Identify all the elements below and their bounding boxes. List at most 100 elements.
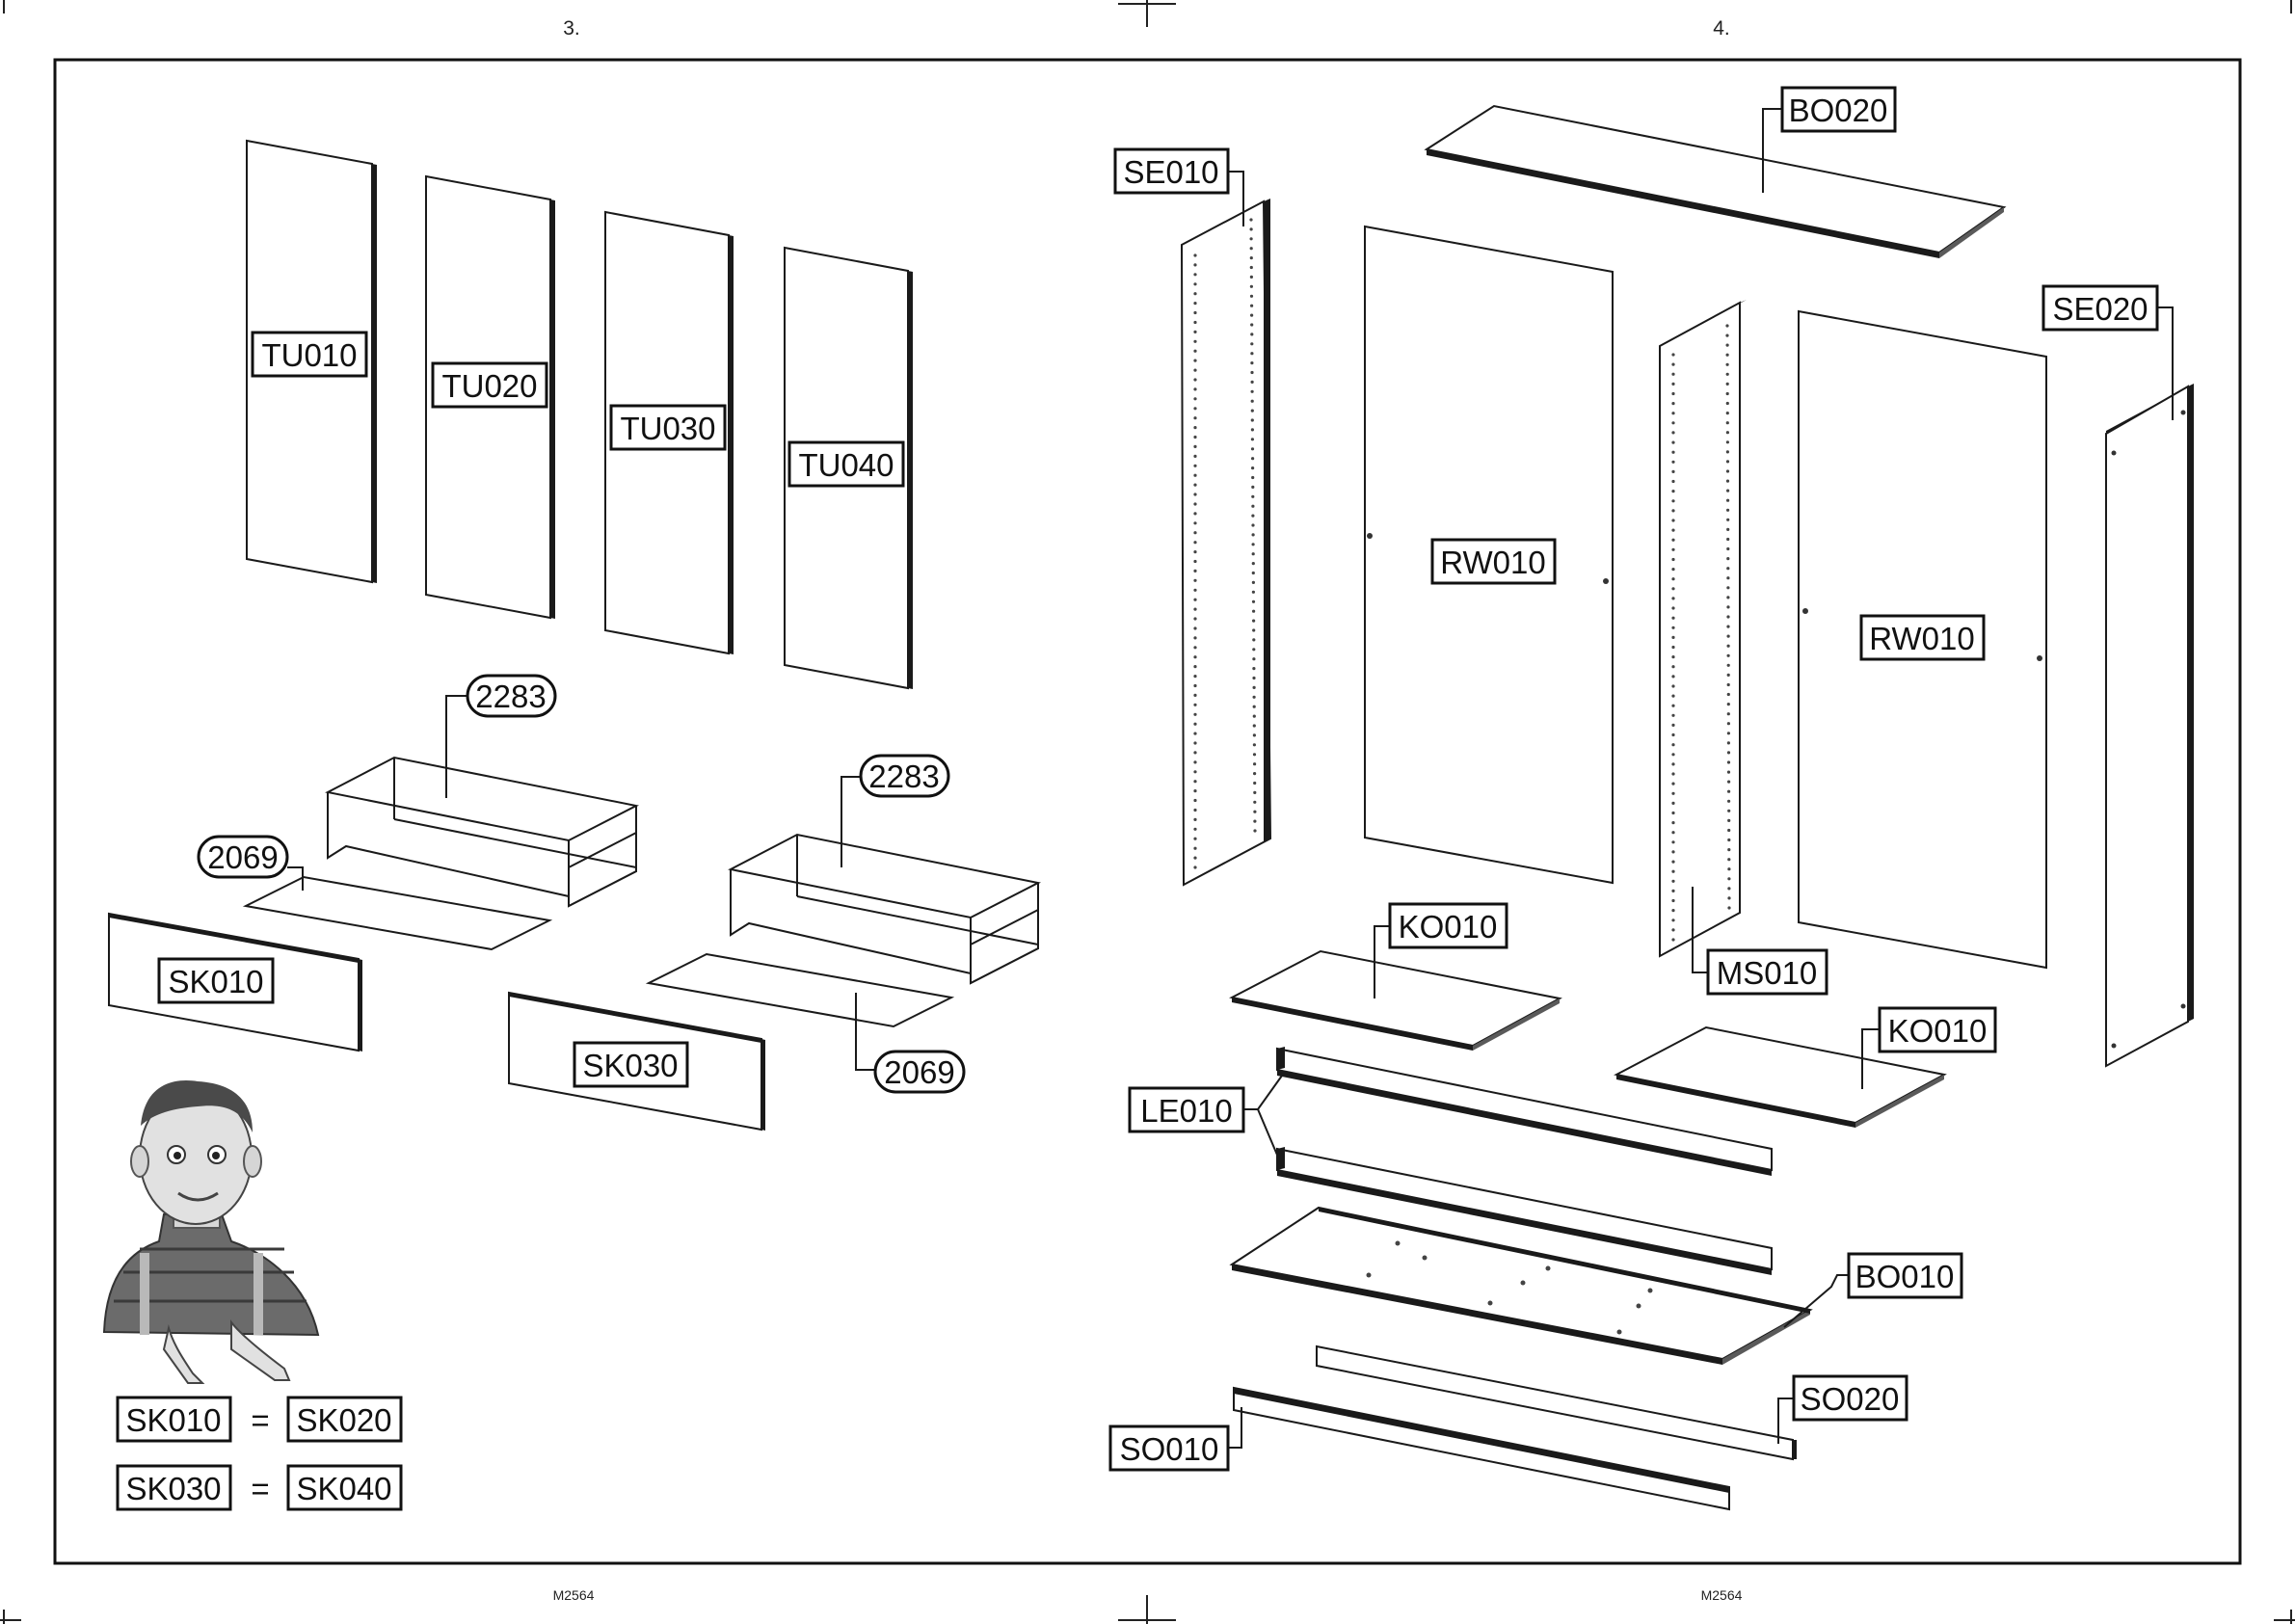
shelf-pin-hole [1727,732,1730,734]
shelf-pin-hole [1193,675,1196,678]
svg-text:RW010: RW010 [1869,621,1974,656]
shelf-pin-hole [1253,772,1256,775]
shelf-pin-hole [1250,333,1253,335]
shelf-pin-hole [1193,387,1196,390]
drawer-bottom-a [246,877,549,949]
shelf-pin-hole [1193,350,1196,353]
shelf-pin-hole [1253,801,1256,804]
shelf-pin-hole [1252,562,1255,565]
shelf-pin-hole [1193,665,1196,668]
label-tu030: TU030 [611,406,725,449]
plinth-so010 [1234,1388,1729,1509]
shelf-pin-hole [1193,694,1196,697]
shelf-pin-hole [1671,772,1674,775]
shelf-pin-hole [1671,646,1674,649]
shelf-pin-hole [1726,547,1729,550]
shelf-pin-hole [1671,792,1674,795]
shelf-pin-hole [1727,712,1730,715]
shelf-pin-hole [1671,802,1674,805]
shelf-pin-hole [1727,751,1730,754]
shelf-pin-hole [1671,762,1674,765]
shelf-pin-hole [1193,636,1196,639]
svg-text:SK030: SK030 [125,1471,221,1506]
shelf-pin-hole [1193,273,1196,276]
shelf-pin-hole [1671,899,1674,902]
shelf-pin-hole [1193,809,1196,812]
shelf-pin-hole [1193,865,1196,868]
shelf-pin-hole [1671,850,1674,853]
shelf-pin-hole [1727,645,1730,648]
shelf-pin-hole [1671,831,1674,834]
leader-bo010 [1784,1275,1849,1327]
shelf-pin-hole [1253,829,1256,832]
shelf-pin-hole [1253,762,1256,765]
shelf-pin-hole [1671,441,1674,444]
svg-text:=: = [251,1471,269,1506]
shelf-pin-hole [1193,838,1196,840]
shelf-pin-hole [1251,410,1254,413]
shelf-pin-hole [1726,421,1729,424]
label-so010: SO010 [1110,1426,1228,1470]
shelf-pin-hole [1671,636,1674,639]
shelf-pin-hole [1250,295,1253,298]
svg-text:BO020: BO020 [1789,93,1888,128]
page-number-left: 3. [563,17,580,40]
svg-text:TU010: TU010 [261,337,357,373]
svg-text:BO010: BO010 [1855,1259,1955,1294]
shelf-pin-hole [1193,436,1196,439]
shelf-pin-hole [1252,648,1255,651]
shelf-pin-hole [1193,723,1196,726]
shelf-pin-hole [1193,282,1196,285]
shelf-pin-hole [1727,635,1730,638]
svg-text:SK030: SK030 [582,1048,678,1083]
shelf-pin-hole [1671,753,1674,756]
shelf-pin-hole [1193,416,1196,419]
shelf-pin-hole [1671,509,1674,512]
footer-code-left: M2564 [553,1587,595,1603]
shelf-pin-hole [1251,447,1254,450]
shelf-pin-hole [1252,628,1255,631]
shelf-pin-hole [1726,499,1729,502]
shelf-pin-hole [1726,480,1729,483]
side-panel-se020 [2106,384,2194,1066]
shelf-pin-hole [1193,655,1196,658]
shelf-pin-hole [1193,684,1196,687]
drawer-box-b [731,835,1038,983]
shelf-pin-hole [1193,599,1196,601]
shelf-pin-hole [1193,847,1196,850]
shelf-pin-hole [1250,256,1253,259]
label-tu010: TU010 [253,333,366,376]
svg-text:SK010: SK010 [168,964,263,999]
shelf-pin-hole [1193,465,1196,467]
shelf-pin-hole [1727,819,1730,822]
shelf-pin-hole [1726,431,1729,434]
shelf-pin-hole [1727,800,1730,803]
shelf-pin-hole [1251,457,1254,460]
shelf-pin-hole [1253,706,1256,708]
shelf-pin-hole [1252,533,1255,536]
side-panel-se010 [1182,199,1270,885]
shelf-pin-hole [1252,543,1255,546]
shelf-pin-hole [1193,331,1196,333]
shelf-pin-hole [1193,493,1196,495]
shelf-pin-hole [1252,657,1255,660]
shelf-pin-hole [1726,373,1729,376]
equivalence-row-1: SK010 = SK020 [118,1398,401,1441]
shelf-pin-hole [1726,490,1729,493]
shelf-pin-hole [1193,550,1196,553]
shelf-pin-hole [1727,848,1730,851]
shelf-pin-hole [1253,724,1256,727]
label-le010: LE010 [1130,1088,1243,1131]
shelf-pin-hole [1726,567,1729,570]
shelf-pin-hole [1727,674,1730,677]
shelf-pin-hole [1251,466,1254,469]
shelf-pin-hole [1193,426,1196,429]
label-drawer-bottom-b: 2069 [875,1052,964,1092]
shelf-pin-hole [1727,683,1730,686]
shelf-pin-hole [1671,587,1674,590]
svg-text:SK040: SK040 [296,1471,391,1506]
shelf-pin-hole [1727,906,1730,909]
shelf-pin-hole [1193,253,1196,256]
shelf-pin-hole [1252,667,1255,670]
svg-text:SE020: SE020 [2052,291,2148,327]
